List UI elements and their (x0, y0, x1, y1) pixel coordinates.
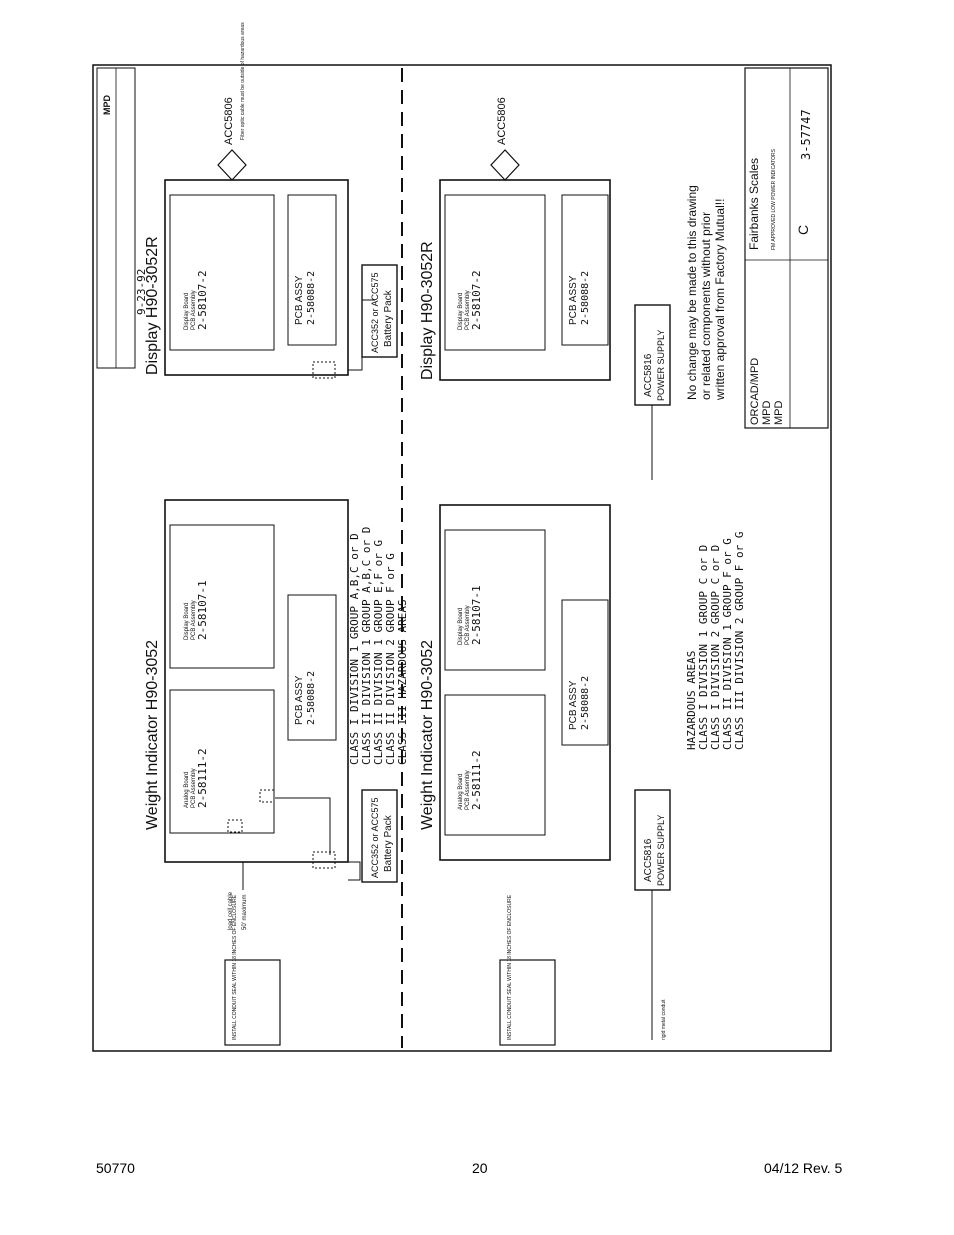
svg-text:Battery Pack: Battery Pack (383, 814, 394, 872)
battery-pack-left (361, 789, 398, 883)
revision-by: MPD (102, 95, 112, 116)
svg-text:PCB Assembly: PCB Assembly (465, 605, 471, 645)
svg-text:INSTALL CONDUIT SEAL WITHIN 18: INSTALL CONDUIT SEAL WITHIN 18 INCHES OF… (507, 894, 513, 1040)
weight-indicator-enclosure (164, 499, 349, 863)
svg-text:2-58107-1: 2-58107-1 (470, 585, 483, 645)
svg-text:PCB ASSY: PCB ASSY (568, 275, 579, 325)
drawing-number: 3-57747 (799, 109, 813, 160)
svg-text:Analog Board: Analog Board (458, 774, 464, 810)
fm-notice: No change may be made to this drawing or… (685, 185, 727, 401)
company-name: Fairbanks Scales (747, 158, 761, 250)
hazard-list-top: CLASS I DIVISION 1 GROUP A,B,C or D CLAS… (348, 527, 409, 765)
svg-text:ACC5806: ACC5806 (223, 97, 235, 145)
svg-text:POWER SUPPLY: POWER SUPPLY (656, 330, 666, 401)
svg-text:ACC5806: ACC5806 (496, 97, 508, 145)
svg-text:rigid metal conduit: rigid metal conduit (661, 999, 667, 1040)
pcb-assy-top-left (287, 594, 337, 741)
svg-text:CLASS III DIVISION 2 GROUP: CLASS III DIVISION 2 GROUP F or G (733, 531, 746, 750)
svg-text:FM APPROVED LOW POWER INDICATO: FM APPROVED LOW POWER INDICATORS (771, 148, 777, 250)
display-title-top: Display H90-3052R (144, 236, 161, 375)
svg-text:load cell cable: load cell cable (228, 891, 234, 930)
svg-text:50' maximum: 50' maximum (242, 895, 248, 931)
svg-text:Display Board: Display Board (458, 293, 464, 330)
weight-indicator-title-top: Weight Indicator H90-3052 (144, 640, 161, 830)
svg-text:PCB ASSY: PCB ASSY (294, 675, 305, 725)
footer-doc-number: 50770 (96, 1160, 135, 1176)
svg-text:2-58111-2: 2-58111-2 (470, 750, 483, 810)
svg-text:ACC5816: ACC5816 (643, 838, 654, 882)
display-title-bottom: Display H90-3052R (419, 241, 436, 380)
svg-text:2-58107-2: 2-58107-2 (470, 270, 483, 330)
svg-text:CLASS I DIVISION 1 GROUP: CLASS I DIVISION 1 GROUP C or D (697, 545, 710, 750)
pcb-assy-top-right (287, 194, 337, 346)
svg-text:CLASS II DIVISION 1 GROUP: CLASS II DIVISION 1 GROUP F or G (721, 538, 734, 750)
drawing-border (92, 64, 832, 1052)
svg-text:CLASS II DIVISION 1 GROUP E,: CLASS II DIVISION 1 GROUP E,F or G (372, 540, 385, 765)
footer-revision: 04/12 Rev. 5 (764, 1160, 843, 1176)
svg-text:PCB Assembly: PCB Assembly (191, 600, 197, 640)
svg-text:PCB Assembly: PCB Assembly (191, 768, 197, 808)
svg-text:MPD: MPD (773, 401, 785, 426)
svg-text:POWER SUPPLY: POWER SUPPLY (656, 815, 666, 886)
svg-text:CLASS I DIVISION 1 GROUP A,: CLASS I DIVISION 1 GROUP A,B,C or D (348, 533, 361, 765)
weight-indicator-enclosure-bottom (439, 504, 611, 861)
footer-page-number: 20 (472, 1160, 488, 1176)
svg-text:PCB Assembly: PCB Assembly (465, 290, 471, 330)
svg-text:CLASS I DIVISION 2 GROUP: CLASS I DIVISION 2 GROUP C or D (709, 545, 722, 750)
svg-text:ACC352 or ACC575: ACC352 or ACC575 (370, 272, 380, 353)
svg-text:Battery Pack: Battery Pack (383, 289, 394, 347)
svg-text:No change may be made to this: No change may be made to this drawing (685, 185, 699, 400)
display-enclosure-top (164, 179, 349, 376)
analog-board-part: 2-58111-2 (196, 748, 209, 808)
svg-text:ACC5816: ACC5816 (643, 353, 654, 397)
weight-indicator-title-bottom: Weight Indicator H90-3052 (419, 640, 436, 830)
svg-text:or related components without: or related components without prior (699, 212, 713, 400)
svg-text:CLASS II DIVISION 2 GROUP F: CLASS II DIVISION 2 GROUP F or G (384, 553, 397, 765)
svg-text:PCB Assembly: PCB Assembly (465, 770, 471, 810)
svg-text:PCB ASSY: PCB ASSY (294, 275, 305, 325)
svg-text:CLASS III HA: CLASS III HAZARDOUS AREAS (396, 599, 409, 765)
svg-text:MPD: MPD (761, 401, 773, 426)
svg-text:Display Board: Display Board (184, 293, 190, 330)
display-board-top-right (169, 194, 275, 351)
warning-box-top (224, 959, 281, 1046)
display-enclosure-bottom (439, 179, 611, 381)
svg-text:written approval from Factory: written approval from Factory Mutual!! (713, 199, 727, 401)
warning-box-bottom (499, 959, 556, 1046)
svg-text:HAZARDOUS AREAS: HAZARDOUS AREAS (685, 651, 698, 750)
svg-text:ACC352 or ACC575: ACC352 or ACC575 (370, 797, 380, 878)
svg-text:2-58088-2: 2-58088-2 (306, 671, 317, 725)
svg-text:Display Board: Display Board (458, 608, 464, 645)
svg-text:Fiber optic cable must be outs: Fiber optic cable must be outside of haz… (240, 22, 246, 140)
svg-text:2-58088-2: 2-58088-2 (580, 271, 591, 325)
svg-text:Display Board: Display Board (184, 603, 190, 640)
top-half: 9-23-92 MPD Weight Indicator H90-3052 An… (96, 22, 409, 1046)
svg-text:Analog Board: Analog Board (184, 772, 190, 808)
svg-text:2-58088-2: 2-58088-2 (580, 676, 591, 730)
analog-board (169, 689, 275, 834)
svg-text:PCB ASSY: PCB ASSY (568, 680, 579, 730)
display-board-part-w: 2-58107-1 (196, 580, 209, 640)
svg-text:ORCAD/MPD: ORCAD/MPD (749, 358, 761, 425)
svg-text:2-58107-2: 2-58107-2 (196, 270, 209, 330)
svg-text:INSTALL CONDUIT SEAL WITHIN 18: INSTALL CONDUIT SEAL WITHIN 18 INCHES OF… (232, 894, 238, 1040)
svg-text:CLASS II DIVISION 1 GROUP A,: CLASS II DIVISION 1 GROUP A,B,C or D (360, 527, 373, 765)
svg-text:PCB Assembly: PCB Assembly (191, 290, 197, 330)
hazard-list-bottom: HAZARDOUS AREAS CLASS I DIVISION 1 GROUP… (685, 531, 746, 750)
display-board-top-left (169, 524, 275, 669)
svg-text:C: C (795, 225, 811, 235)
bottom-half: Weight Indicator H90-3052 Analog Board P… (419, 67, 829, 1046)
title-block (744, 67, 829, 429)
revision-date: 9-23-92 (135, 269, 148, 315)
svg-text:2-58088-2: 2-58088-2 (306, 271, 317, 325)
